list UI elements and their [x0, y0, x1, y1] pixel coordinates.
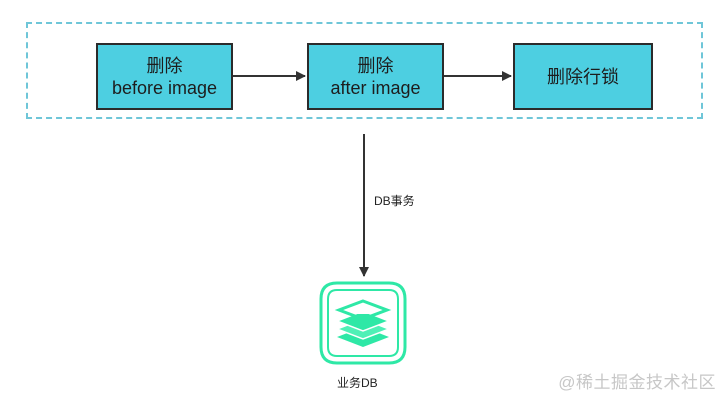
step-2-subtitle: after image: [330, 77, 421, 98]
transaction-group-frame: [26, 22, 703, 119]
step-delete-after-image: 删除 after image: [307, 43, 444, 110]
step-delete-before-image: 删除 before image: [96, 43, 233, 110]
step-delete-row-lock: 删除行锁: [513, 43, 653, 110]
step-2-title: 删除: [357, 55, 394, 76]
watermark: @稀土掘金技术社区: [558, 373, 716, 392]
database-label: 业务DB: [337, 376, 378, 390]
step-3-title: 删除行锁: [547, 66, 619, 87]
db-transaction-label: DB事务: [373, 192, 416, 209]
database-icon: [319, 281, 407, 365]
step-1-title: 删除: [146, 55, 183, 76]
step-1-subtitle: before image: [111, 77, 218, 98]
